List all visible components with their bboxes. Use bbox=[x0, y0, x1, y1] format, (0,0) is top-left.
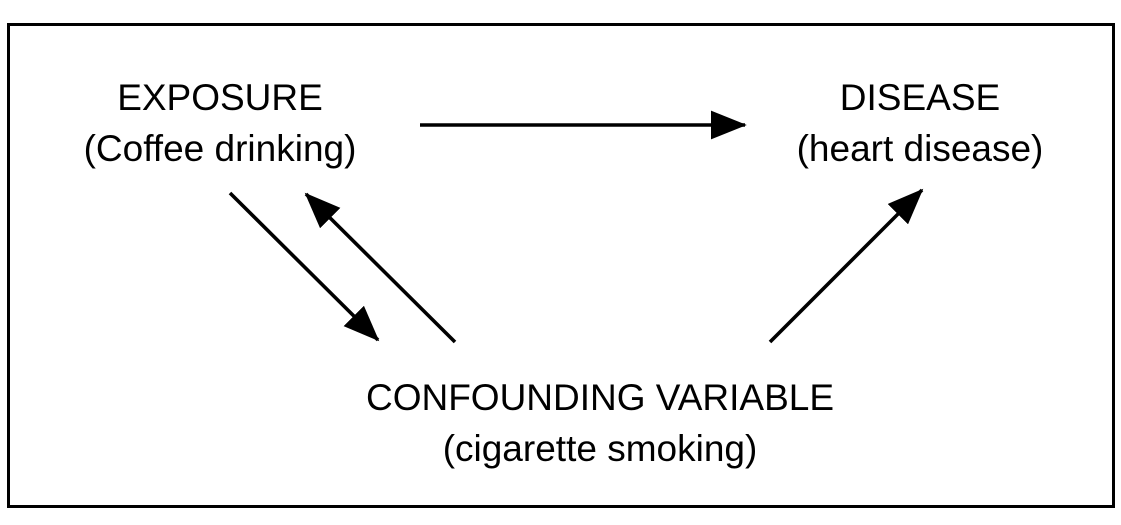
diagram-frame bbox=[7, 23, 1115, 508]
exposure-subtitle: (Coffee drinking) bbox=[83, 128, 357, 169]
confounder-title: CONFOUNDING VARIABLE bbox=[365, 377, 835, 418]
disease-title: DISEASE bbox=[839, 77, 1001, 118]
arrow-exposure-to-confounder bbox=[228, 191, 380, 342]
exposure-node: EXPOSURE (Coffee drinking) bbox=[40, 72, 400, 174]
arrow-confounder-to-disease bbox=[768, 188, 924, 344]
confounder-node: CONFOUNDING VARIABLE (cigarette smoking) bbox=[300, 372, 900, 474]
confounder-subtitle: (cigarette smoking) bbox=[442, 428, 758, 469]
exposure-title: EXPOSURE bbox=[117, 77, 323, 118]
disease-node: DISEASE (heart disease) bbox=[740, 72, 1100, 174]
arrow-confounder-to-exposure bbox=[304, 192, 457, 344]
disease-subtitle: (heart disease) bbox=[796, 128, 1044, 169]
